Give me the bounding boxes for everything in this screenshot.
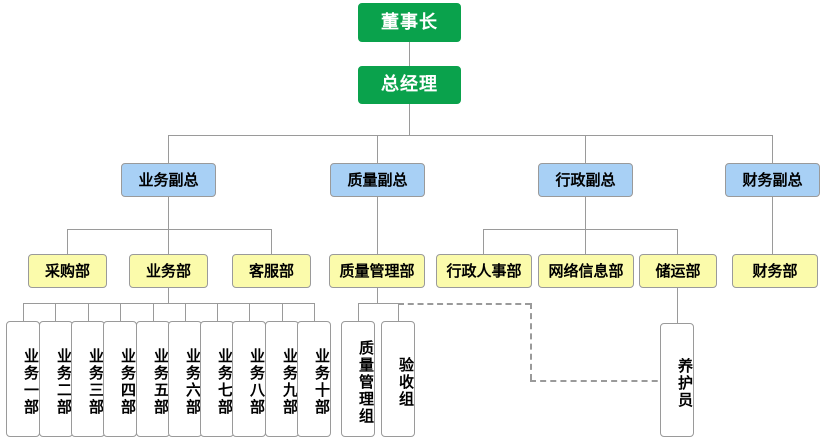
node-biz-10[interactable]: 业务十部 [297, 321, 331, 437]
connector-bus-dept-storage [677, 229, 678, 254]
node-biz-5[interactable]: 业务五部 [136, 321, 170, 437]
node-vp-quality[interactable]: 质量副总 [330, 163, 425, 197]
connector-chairman-gm [409, 42, 410, 66]
connector-bus-vp-business [168, 135, 169, 163]
node-dept-purchasing-label: 采购部 [44, 261, 90, 280]
drop-biz-8 [249, 303, 250, 321]
connector-dept-quality-down [377, 288, 378, 303]
node-dept-quality-mgmt-label: 质量管理部 [339, 261, 415, 280]
node-biz-3-label: 业务三部 [87, 348, 105, 416]
drop-biz-1 [23, 303, 24, 321]
node-vp-finance[interactable]: 财务副总 [725, 163, 820, 197]
node-dept-quality-mgmt[interactable]: 质量管理部 [329, 254, 425, 288]
node-biz-1-label: 业务一部 [22, 348, 40, 416]
node-biz-9-label: 业务九部 [281, 348, 299, 416]
connector-dept-business-down [168, 288, 169, 303]
drop-biz-4 [120, 303, 121, 321]
node-biz-6[interactable]: 业务六部 [168, 321, 202, 437]
connector-gm-down [409, 104, 410, 135]
node-dept-admin-hr-label: 行政人事部 [446, 261, 522, 280]
node-maintainer[interactable]: 养护员 [660, 323, 694, 437]
node-qa-group-label: 质量管理组 [357, 339, 375, 425]
node-vp-admin-label: 行政副总 [555, 170, 616, 189]
node-biz-6-label: 业务六部 [184, 348, 202, 416]
node-vp-admin[interactable]: 行政副总 [538, 163, 633, 197]
node-biz-8-label: 业务八部 [248, 348, 266, 416]
connector-bus-dept-business [168, 229, 169, 254]
connector-vp-quality-down [377, 197, 378, 254]
node-vp-business[interactable]: 业务副总 [121, 163, 216, 197]
node-biz-10-label: 业务十部 [313, 348, 331, 416]
node-biz-3[interactable]: 业务三部 [71, 321, 105, 437]
connector-bus-dept-purchasing [67, 229, 68, 254]
connector-vp-admin-down [585, 197, 586, 229]
node-inspection-group[interactable]: 验收组 [381, 321, 415, 437]
node-biz-1[interactable]: 业务一部 [6, 321, 40, 437]
bus-vp-admin [483, 229, 677, 230]
node-dept-finance[interactable]: 财务部 [732, 254, 818, 288]
drop-biz-6 [185, 303, 186, 321]
drop-biz-2 [55, 303, 56, 321]
node-biz-4[interactable]: 业务四部 [103, 321, 137, 437]
connector-vp-business-down [168, 197, 169, 229]
node-biz-7[interactable]: 业务七部 [200, 321, 234, 437]
bus-vp-business [67, 229, 271, 230]
bus-level2 [168, 135, 772, 136]
node-inspection-group-label: 验收组 [397, 356, 415, 408]
dashed-link-vertical [530, 303, 532, 380]
connector-bus-dept-admin-hr [483, 229, 484, 254]
dashed-link-bottom [530, 380, 678, 382]
node-chairman[interactable]: 董事长 [358, 3, 461, 42]
node-general-manager-label: 总经理 [381, 74, 438, 96]
bus-quality-units [358, 303, 398, 304]
drop-biz-9 [282, 303, 283, 321]
drop-qa-group [358, 303, 359, 321]
node-qa-group[interactable]: 质量管理组 [341, 321, 375, 437]
node-dept-network-info[interactable]: 网络信息部 [538, 254, 634, 288]
drop-biz-7 [217, 303, 218, 321]
connector-bus-dept-network [585, 229, 586, 254]
node-dept-admin-hr[interactable]: 行政人事部 [436, 254, 532, 288]
node-dept-business[interactable]: 业务部 [129, 254, 208, 288]
connector-bus-vp-quality [377, 135, 378, 163]
node-dept-storage[interactable]: 储运部 [639, 254, 717, 288]
node-dept-customer-label: 客服部 [248, 261, 294, 280]
drop-biz-5 [153, 303, 154, 321]
node-dept-storage-label: 储运部 [655, 261, 701, 280]
node-vp-business-label: 业务副总 [138, 170, 199, 189]
node-biz-7-label: 业务七部 [216, 348, 234, 416]
node-vp-finance-label: 财务副总 [742, 170, 803, 189]
node-dept-finance-label: 财务部 [752, 261, 798, 280]
node-chairman-label: 董事长 [381, 11, 438, 33]
connector-dept-storage-down [677, 288, 678, 323]
node-vp-quality-label: 质量副总 [347, 170, 408, 189]
node-biz-8[interactable]: 业务八部 [232, 321, 266, 437]
connector-bus-vp-admin [585, 135, 586, 163]
connector-vp-finance-down [772, 197, 773, 254]
node-dept-business-label: 业务部 [145, 261, 191, 280]
drop-biz-3 [88, 303, 89, 321]
node-dept-customer[interactable]: 客服部 [232, 254, 311, 288]
node-biz-2-label: 业务二部 [55, 348, 73, 416]
node-biz-9[interactable]: 业务九部 [265, 321, 299, 437]
node-dept-purchasing[interactable]: 采购部 [28, 254, 107, 288]
node-general-manager[interactable]: 总经理 [358, 66, 461, 104]
connector-bus-dept-customer [271, 229, 272, 254]
dashed-link-top [398, 303, 531, 305]
connector-bus-vp-finance [772, 135, 773, 163]
drop-biz-10 [314, 303, 315, 321]
node-maintainer-label: 养护员 [676, 357, 694, 409]
node-biz-2[interactable]: 业务二部 [39, 321, 73, 437]
node-biz-5-label: 业务五部 [152, 348, 170, 416]
node-dept-network-info-label: 网络信息部 [548, 261, 624, 280]
drop-inspection-group [398, 303, 399, 321]
node-biz-4-label: 业务四部 [119, 348, 137, 416]
bus-business-units [23, 303, 314, 304]
